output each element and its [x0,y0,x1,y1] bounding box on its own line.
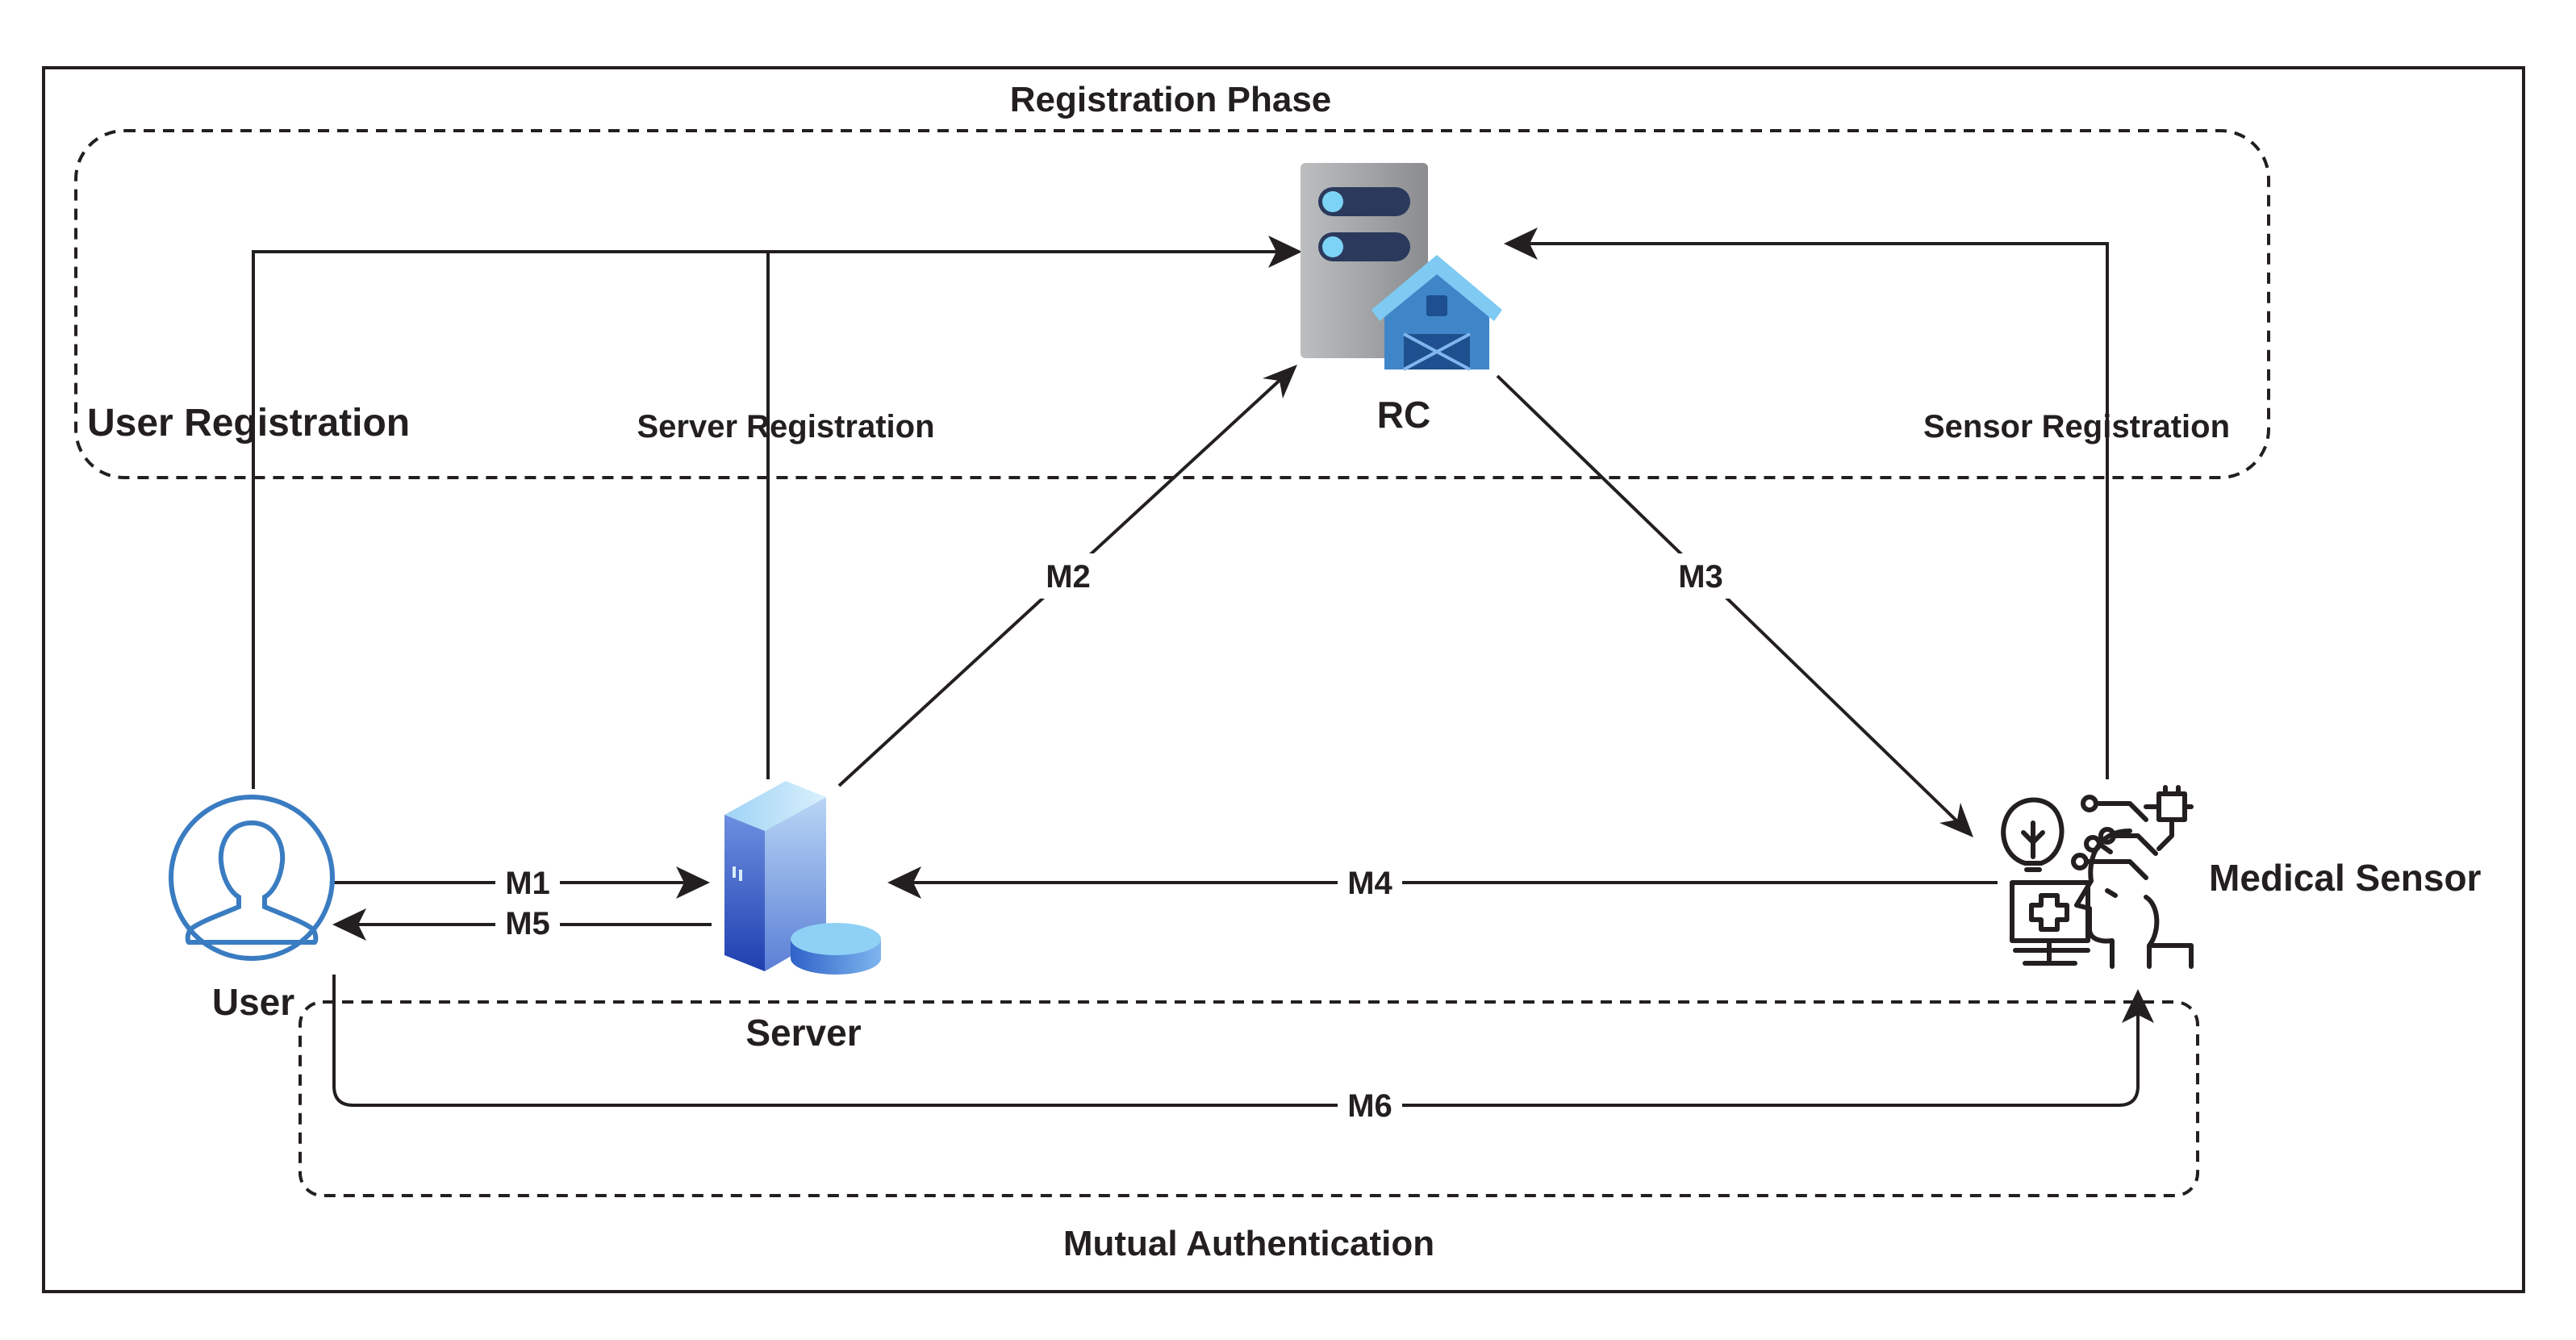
user-circle-icon [169,795,335,961]
m3-arrow-line [1496,374,1962,826]
m6-label: M6 [1347,1088,1392,1124]
m2-label: M2 [1046,559,1091,595]
mutual-authentication-title: Mutual Authentication [1063,1224,1434,1263]
m3-label-bg [1668,553,1733,599]
m2-label-bg [1036,553,1100,599]
m1-label-bg [495,863,560,902]
user-registration-line [252,250,1297,789]
server-label: Server [745,1012,861,1054]
m4-label-bg [1338,863,1402,902]
m1-label: M1 [505,866,550,901]
registration-phase-title: Registration Phase [1010,80,1332,119]
user-label: User [212,981,294,1023]
server-registration-label: Server Registration [637,409,934,445]
m4-arrowhead [887,866,921,899]
m6-arrow-path [332,975,2140,1107]
registration-lines [252,242,2109,789]
rc-label: RC [1377,394,1430,436]
m3-arrowhead [1939,803,1973,837]
server-with-barn-icon [1301,163,1502,371]
outer-frame [42,66,2525,1293]
m2-arrowhead [1263,365,1297,399]
m3-label: M3 [1678,559,1723,595]
medical-sensor-icon [2001,785,2194,969]
arrowhead-to-rc-right [1504,228,1538,260]
m4-label: M4 [1347,866,1392,901]
sensor-registration-line [1510,242,2109,779]
mutual-authentication-region [299,1000,2199,1197]
m6-label-bg [1338,1086,1402,1125]
m5-label: M5 [505,906,550,941]
medical-sensor-label: Medical Sensor [2209,857,2482,899]
server-tower-icon [724,781,881,975]
m1-arrowhead [676,866,710,899]
m5-label-bg [495,905,560,944]
arrowhead-to-rc-left [1268,236,1302,268]
sensor-registration-label: Sensor Registration [1923,409,2230,445]
user-registration-label: User Registration [87,402,410,445]
m5-arrowhead [332,908,366,941]
m6-arrowhead [2122,989,2154,1023]
